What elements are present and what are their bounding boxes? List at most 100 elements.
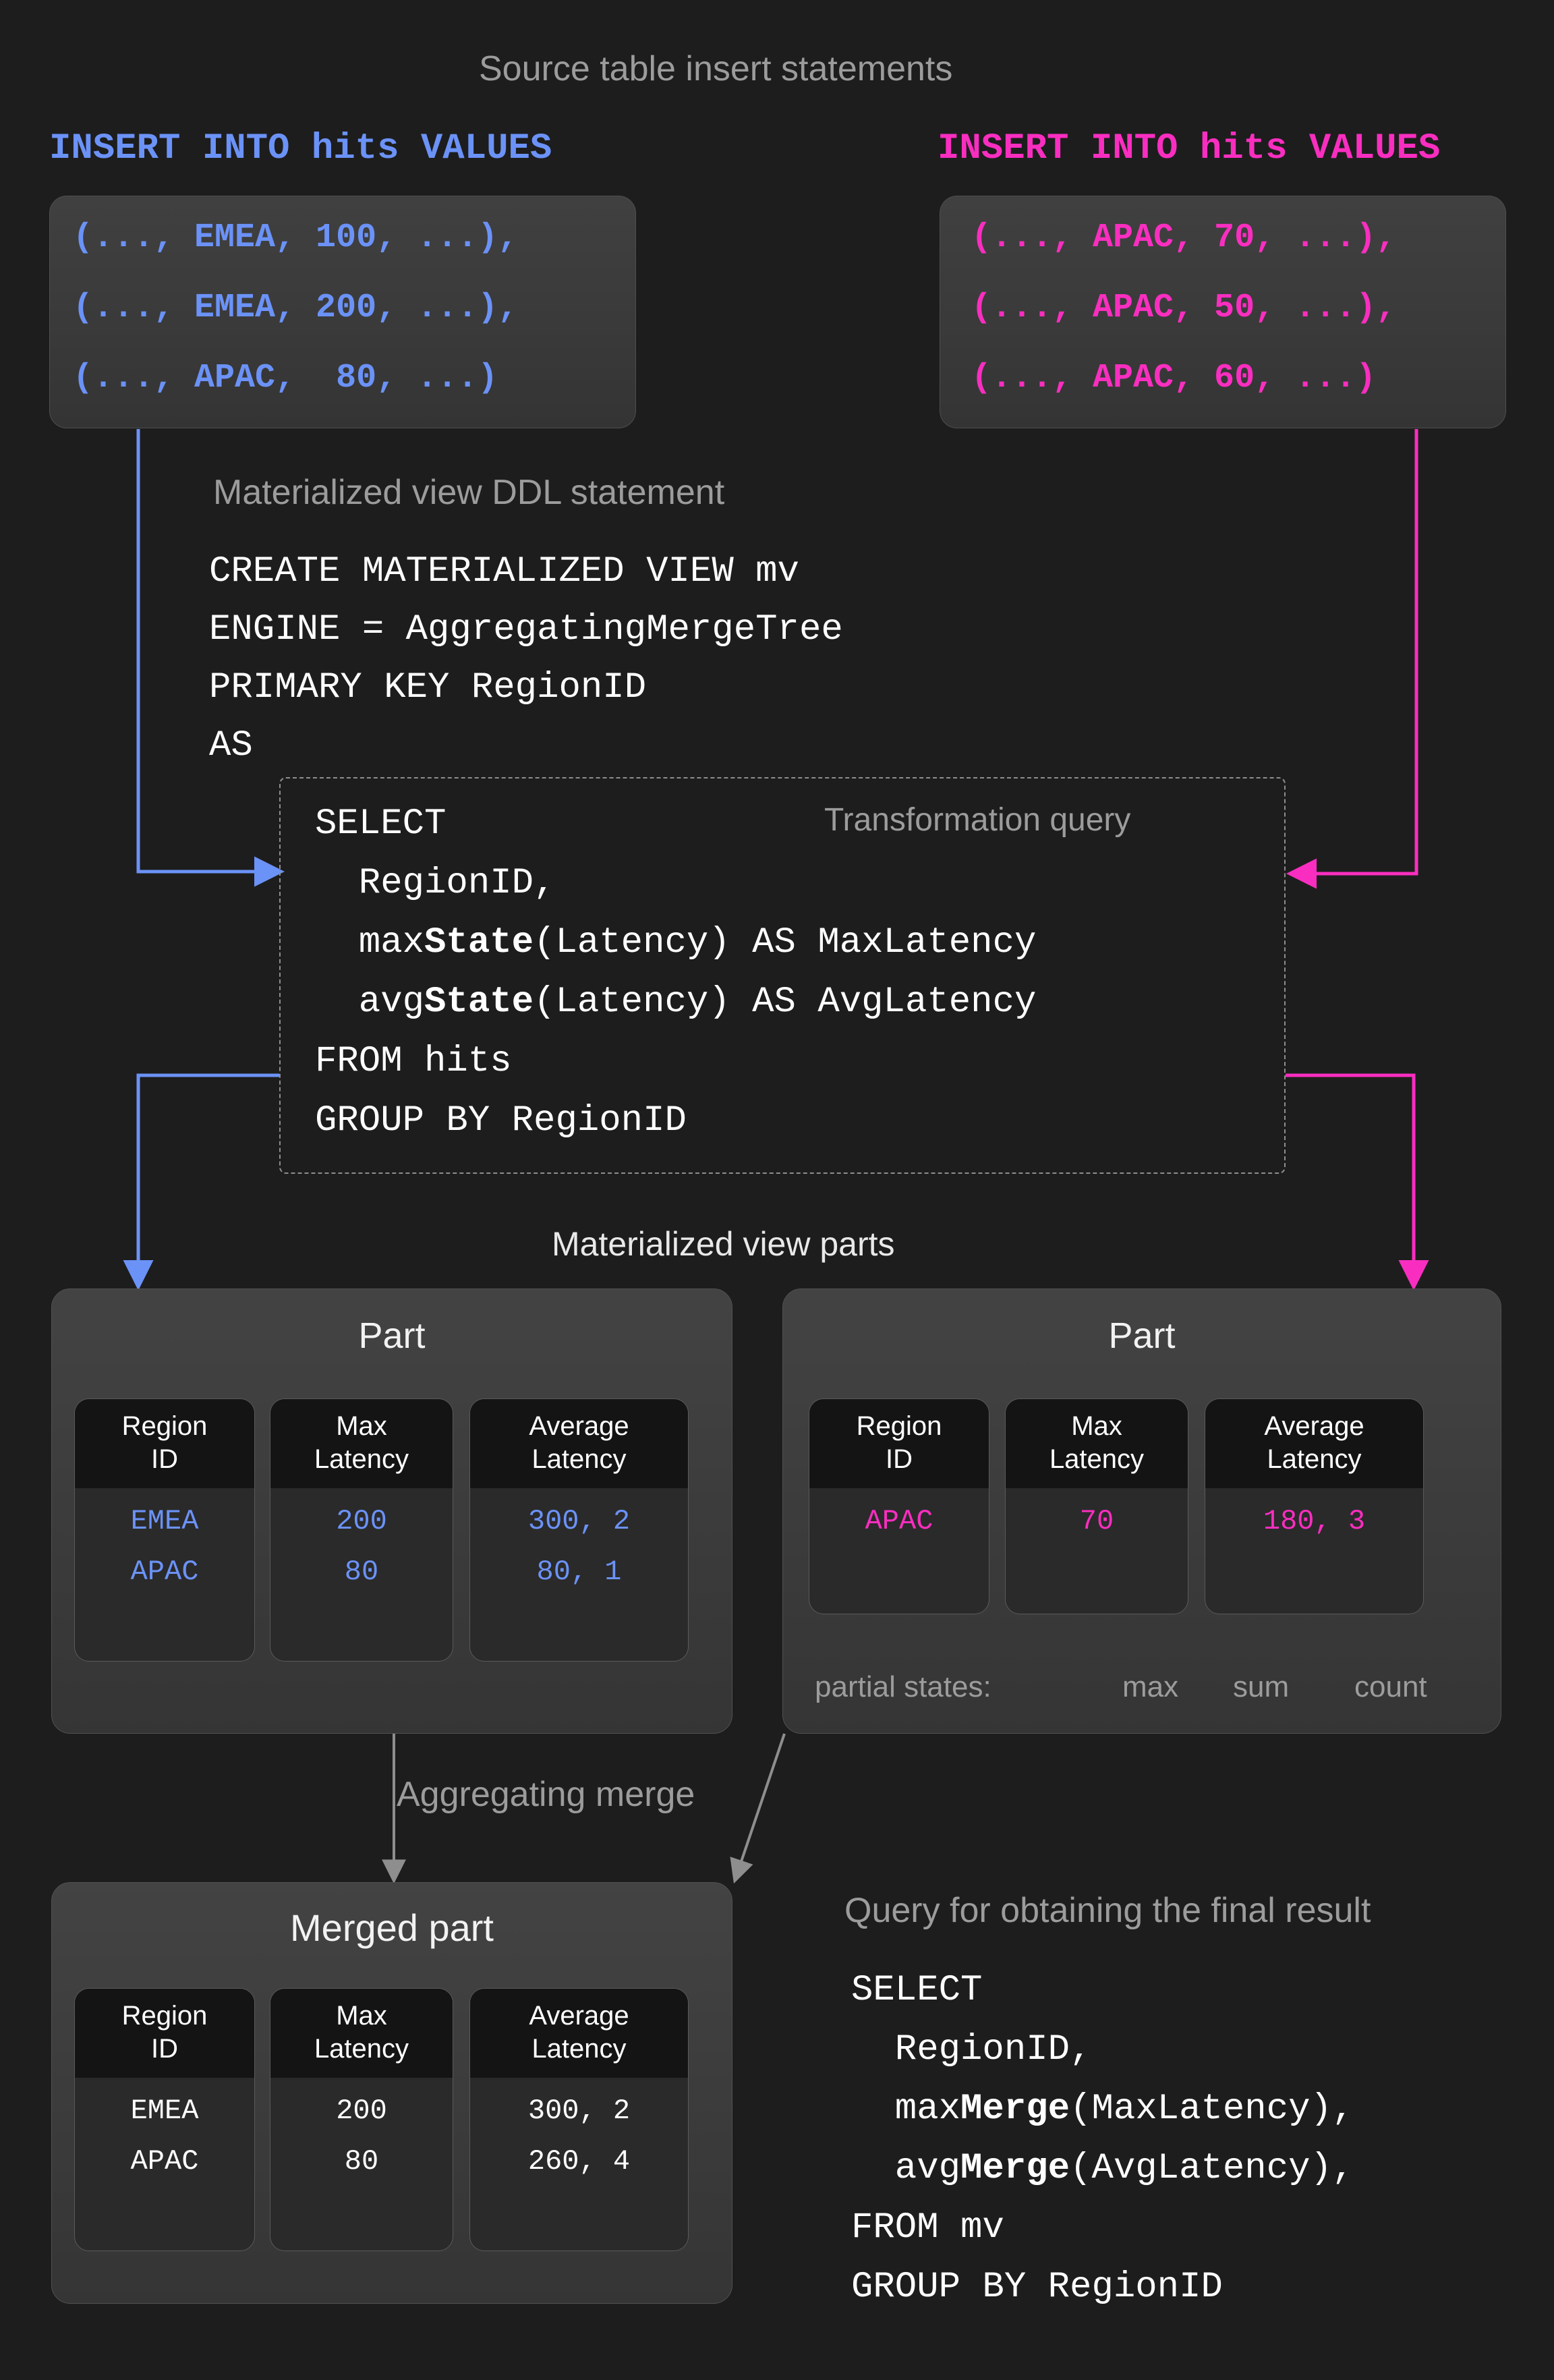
tq-avgstate-post: (Latency) AS AvgLatency [534, 982, 1037, 1023]
col-head-region-merged-line2: ID [151, 2033, 178, 2064]
col-head-region-right-line1: Region [856, 1411, 942, 1441]
col-head-avg-right-line2: Latency [1267, 1444, 1362, 1474]
right-insert-row-0: (..., APAC, 70, ...), [971, 219, 1397, 257]
arrow-query-to-left-part [123, 1073, 279, 1291]
left-part-avg-1: 80, 1 [536, 1555, 622, 1588]
left-part-title: Part [358, 1315, 426, 1356]
merged-max-0: 200 [336, 2094, 387, 2127]
left-part-col-avg: Average Latency 300, 2 80, 1 [469, 1398, 689, 1662]
col-head-max-right-line1: Max [1071, 1411, 1122, 1441]
right-part-max-0: 70 [1079, 1504, 1114, 1537]
col-head-region: Region ID [75, 1399, 254, 1488]
fq-line-groupby: GROUP BY RegionID [851, 2267, 1223, 2308]
merged-avg-1: 260, 4 [527, 2145, 631, 2178]
col-head-region-right-line2: ID [886, 1444, 913, 1474]
right-insert-card [940, 196, 1506, 428]
col-head-max-right-line2: Latency [1049, 1444, 1145, 1474]
left-part-col-region: Region ID EMEA APAC [74, 1398, 255, 1662]
partial-state-max: max [1122, 1670, 1179, 1703]
arrow-right-part-to-merged [730, 1733, 786, 1884]
merged-avg-0: 300, 2 [527, 2094, 631, 2127]
left-insert-card [49, 196, 636, 428]
col-head-region-merged-line1: Region [121, 2001, 208, 2031]
left-part-max-0: 200 [336, 1504, 387, 1537]
tq-line-select: SELECT [315, 803, 447, 845]
merged-col-avg: Average Latency 300, 2 260, 4 [469, 1988, 689, 2251]
heading-mv-ddl: Materialized view DDL statement [213, 473, 725, 512]
fq-line-avgmerge: avgMerge(AvgLatency), [851, 2145, 1354, 2192]
merged-max-1: 80 [344, 2145, 379, 2178]
left-insert-row-0: (..., EMEA, 100, ...), [73, 219, 519, 257]
col-head-avg-line2: Latency [531, 1444, 627, 1474]
col-head-region-right: Region ID [809, 1399, 989, 1488]
transformation-query-box [279, 777, 1286, 1174]
partial-state-count: count [1354, 1670, 1427, 1703]
col-head-avg-merged: Average Latency [470, 1989, 688, 2078]
col-head-avg-right-line1: Average [1264, 1411, 1364, 1441]
right-part-title: Part [1108, 1315, 1176, 1356]
heading-aggregating-merge: Aggregating merge [397, 1775, 695, 1814]
fq-line-regionid: RegionID, [851, 2029, 1092, 2070]
right-insert-row-2: (..., APAC, 60, ...) [971, 359, 1377, 397]
left-part-avg-0: 300, 2 [527, 1504, 631, 1537]
fq-maxmerge-post: (MaxLatency), [1070, 2089, 1354, 2130]
fq-avgmerge-bold: Merge [960, 2148, 1070, 2189]
merged-col-region: Region ID EMEA APAC [74, 1988, 255, 2251]
left-part-region-0: EMEA [130, 1504, 199, 1537]
fq-line-select: SELECT [851, 1970, 983, 2011]
right-part-region-0: APAC [865, 1504, 933, 1537]
col-head-avg: Average Latency [470, 1399, 688, 1488]
left-insert-statement: INSERT INTO hits VALUES [49, 128, 552, 169]
left-part-col-max: Max Latency 200 80 [270, 1398, 453, 1662]
col-head-region-merged: Region ID [75, 1989, 254, 2078]
col-head-max-merged-line1: Max [336, 2001, 387, 2031]
ddl-line-1: ENGINE = AggregatingMergeTree [209, 609, 843, 650]
tq-maxstate-post: (Latency) AS MaxLatency [534, 922, 1037, 963]
fq-line-from: FROM mv [851, 2207, 1004, 2248]
arrow-right-insert-to-query [1286, 429, 1418, 889]
tq-maxstate-pre: max [315, 922, 425, 963]
tq-maxstate-bold: State [424, 922, 534, 963]
col-head-avg-merged-line2: Latency [531, 2033, 627, 2064]
right-insert-statement: INSERT INTO hits VALUES [938, 128, 1441, 169]
col-head-avg-line1: Average [529, 1411, 629, 1441]
tq-avgstate-bold: State [424, 982, 534, 1023]
heading-final-query: Query for obtaining the final result [844, 1891, 1371, 1930]
ddl-line-0: CREATE MATERIALIZED VIEW mv [209, 551, 799, 592]
col-head-max: Max Latency [270, 1399, 453, 1488]
col-head-region-line1: Region [121, 1411, 208, 1441]
fq-line-maxmerge: maxMerge(MaxLatency), [851, 2085, 1354, 2133]
left-part-region-1: APAC [130, 1555, 199, 1588]
merged-part-title: Merged part [290, 1906, 494, 1949]
fq-maxmerge-pre: max [851, 2089, 961, 2130]
col-head-max-merged-line2: Latency [314, 2033, 409, 2064]
arrow-query-to-right-part [1286, 1073, 1429, 1291]
tq-line-maxstate: maxState(Latency) AS MaxLatency [315, 919, 1037, 967]
col-head-max-right: Max Latency [1006, 1399, 1188, 1488]
col-head-max-line2: Latency [314, 1444, 409, 1474]
left-insert-row-2: (..., APAC, 80, ...) [73, 359, 498, 397]
left-part-max-1: 80 [344, 1555, 379, 1588]
merged-region-1: APAC [130, 2145, 199, 2178]
right-insert-row-1: (..., APAC, 50, ...), [971, 289, 1397, 327]
right-part-col-max: Max Latency 70 [1005, 1398, 1188, 1614]
merged-col-max: Max Latency 200 80 [270, 1988, 453, 2251]
tq-avgstate-pre: avg [315, 982, 425, 1023]
col-head-max-line1: Max [336, 1411, 387, 1441]
right-part-avg-0: 180, 3 [1263, 1504, 1366, 1537]
tq-line-groupby: GROUP BY RegionID [315, 1100, 687, 1141]
partial-states-label: partial states: [815, 1670, 991, 1703]
col-head-avg-right: Average Latency [1205, 1399, 1423, 1488]
tq-line-regionid: RegionID, [315, 863, 556, 904]
right-part-col-region: Region ID APAC [809, 1398, 989, 1614]
col-head-max-merged: Max Latency [270, 1989, 453, 2078]
ddl-line-3: AS [209, 725, 253, 766]
heading-mv-parts: Materialized view parts [552, 1225, 895, 1263]
fq-maxmerge-bold: Merge [960, 2089, 1070, 2130]
right-part-col-avg: Average Latency 180, 3 [1205, 1398, 1424, 1614]
label-transformation-query: Transformation query [824, 802, 1131, 838]
col-head-avg-merged-line1: Average [529, 2001, 629, 2031]
col-head-region-line2: ID [151, 1444, 178, 1474]
tq-line-from: FROM hits [315, 1041, 512, 1082]
merged-region-0: EMEA [130, 2094, 199, 2127]
